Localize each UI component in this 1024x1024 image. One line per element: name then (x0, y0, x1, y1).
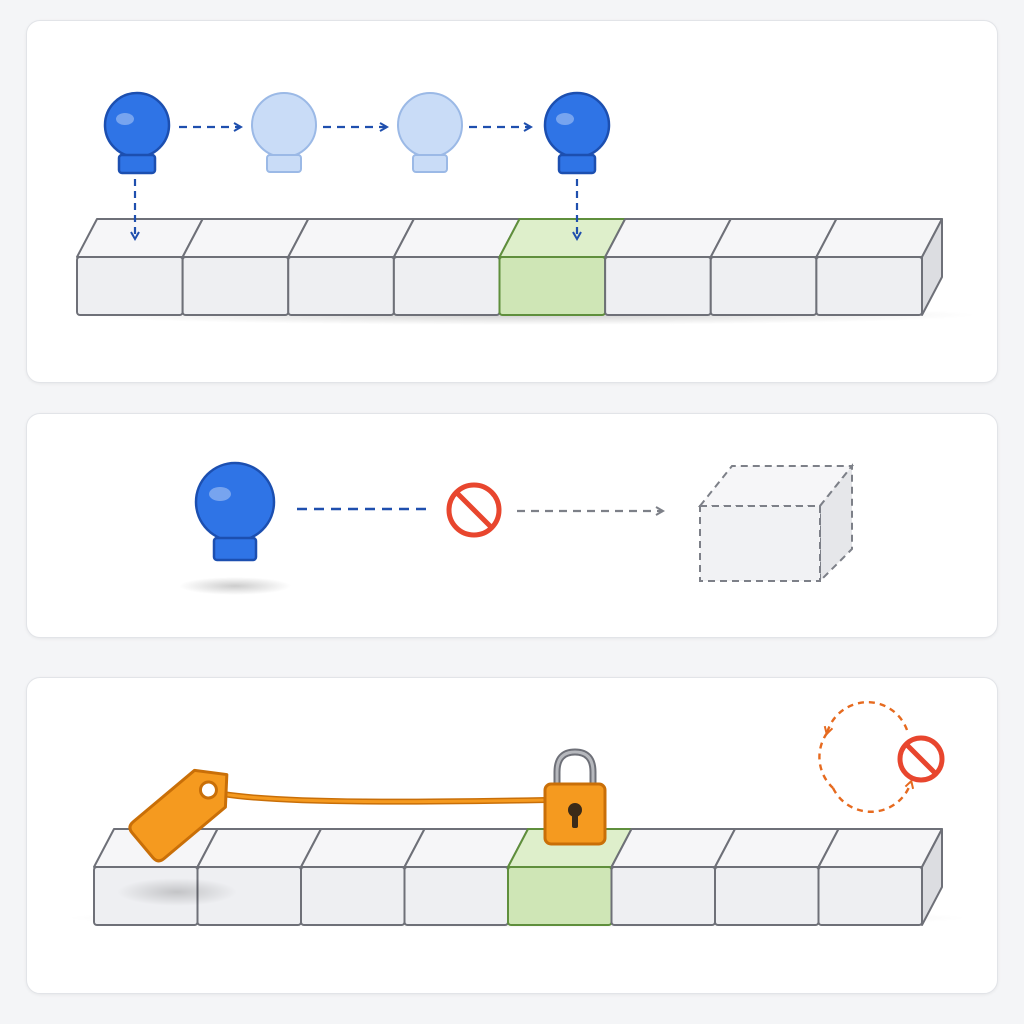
padlock-icon (543, 748, 607, 846)
map-pin-icon (194, 461, 276, 543)
pin-shadow (179, 577, 291, 595)
track-block (610, 828, 736, 926)
track-block (392, 218, 521, 316)
block-track (76, 218, 943, 316)
circular-arrow-icon (818, 701, 911, 813)
move-sequence-diagram (76, 91, 977, 325)
panel-move-sequence (26, 20, 998, 383)
map-pin-icon (543, 91, 611, 159)
pin-base (557, 153, 597, 175)
empty-dashed-block (697, 463, 855, 584)
pin-base (117, 153, 157, 175)
block-track (93, 828, 943, 926)
ghost-pin-icon (397, 92, 463, 158)
track-block (403, 828, 529, 926)
map-pin-icon (103, 91, 171, 159)
track-block (287, 218, 415, 316)
tag-icon (128, 768, 229, 863)
track-block (181, 218, 310, 316)
track-block (714, 828, 840, 926)
panel-blocked-move (26, 413, 998, 638)
pin-end (543, 91, 611, 175)
tag-shadow (117, 878, 237, 906)
track-block (815, 218, 943, 316)
track-block (604, 218, 732, 316)
no-entry-icon (897, 735, 945, 783)
blocked-move-diagram (179, 461, 855, 595)
pin-ghost-2 (397, 92, 463, 173)
track-block (300, 828, 426, 926)
track-block (817, 828, 943, 926)
pin-start (103, 91, 171, 175)
pin-source (194, 461, 276, 562)
panel-locked-target (26, 677, 998, 994)
pin-base (212, 536, 258, 562)
no-entry-icon (446, 482, 502, 538)
ghost-pin-icon (251, 92, 317, 158)
locked-target-diagram (67, 701, 967, 928)
target-block (498, 218, 627, 316)
pin-ghost-1 (251, 92, 317, 173)
